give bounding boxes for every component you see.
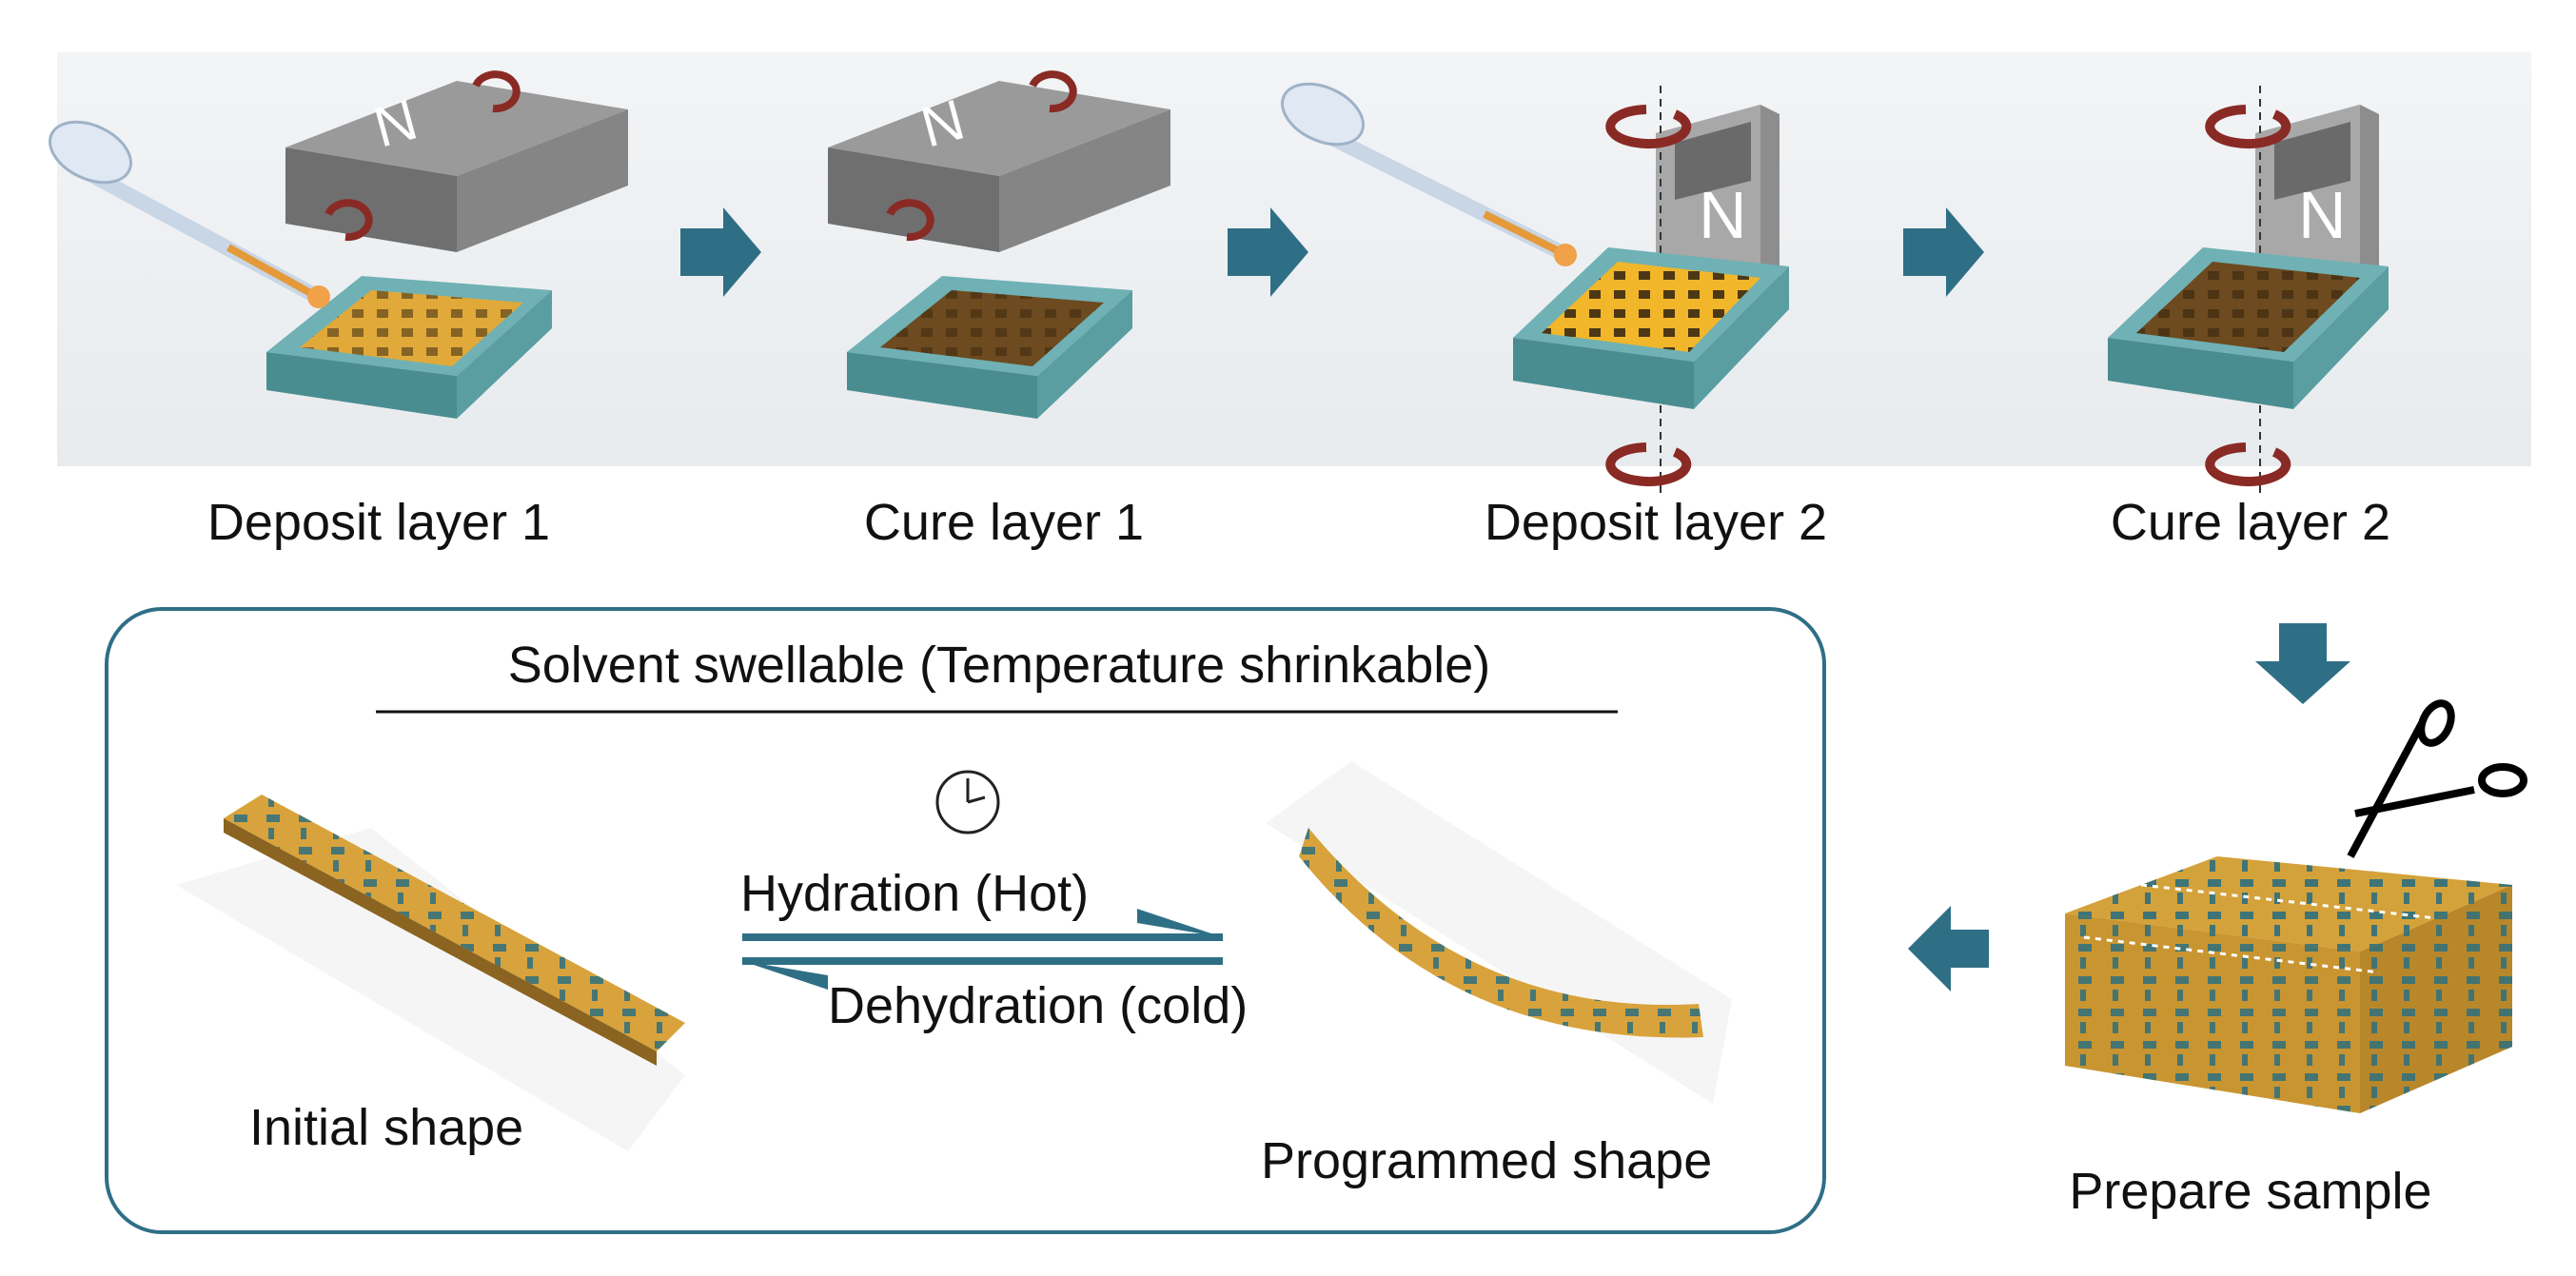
rotation-arrow-icon: [886, 70, 1077, 242]
pipette-icon: [49, 120, 330, 308]
step-label-deposit-layer-1: Deposit layer 1: [206, 494, 551, 551]
programmed-shape-strip: [1266, 761, 1732, 1104]
flow-arrow-1: [680, 207, 761, 297]
rotation-arrow-icon: [324, 70, 521, 242]
step-cure-layer-1-illustration: N: [828, 70, 1170, 419]
prepared-sample-block: [2065, 856, 2512, 1113]
initial-shape-label: Initial shape: [249, 1099, 524, 1156]
scissors-icon: [2347, 699, 2527, 858]
box-title: Solvent swellable (Temperature shrinkabl…: [507, 637, 1491, 694]
reverse-process-label: Dehydration (cold): [828, 977, 1249, 1034]
mold-dish: [266, 276, 552, 419]
magnet-n-label: N: [1699, 178, 1747, 252]
step-cure-layer-2-illustration: N: [2108, 86, 2389, 495]
step-deposit-layer-2-illustration: N: [1281, 82, 1789, 495]
mold-dish: [1513, 247, 1789, 409]
flow-arrow-down: [2255, 623, 2350, 704]
magnet-n-label: N: [2298, 178, 2347, 252]
clock-icon: [935, 770, 1000, 834]
step-label-cure-layer-2: Cure layer 2: [2110, 494, 2391, 551]
reversible-arrows: [742, 909, 1223, 990]
step-deposit-layer-1-illustration: N: [49, 70, 628, 419]
magnet-block: N: [285, 81, 628, 252]
mold-dish: [2108, 247, 2389, 409]
step-label-prepare-sample: Prepare sample: [2069, 1163, 2432, 1220]
initial-shape-strip: [176, 795, 685, 1151]
step-label-deposit-layer-2: Deposit layer 2: [1484, 494, 1828, 551]
forward-process-label: Hydration (Hot): [740, 865, 1090, 922]
programmed-shape-label: Programmed shape: [1261, 1132, 1713, 1189]
flow-arrow-3: [1903, 207, 1984, 297]
rotation-arrow-icon: [1605, 105, 1692, 486]
rotation-arrow-icon: [2205, 105, 2291, 486]
mold-dish: [847, 276, 1132, 419]
pipette-icon: [1281, 82, 1577, 266]
flow-arrow-2: [1228, 207, 1308, 297]
step-label-cure-layer-1: Cure layer 1: [863, 494, 1145, 551]
flow-arrow-left: [1908, 906, 1989, 991]
